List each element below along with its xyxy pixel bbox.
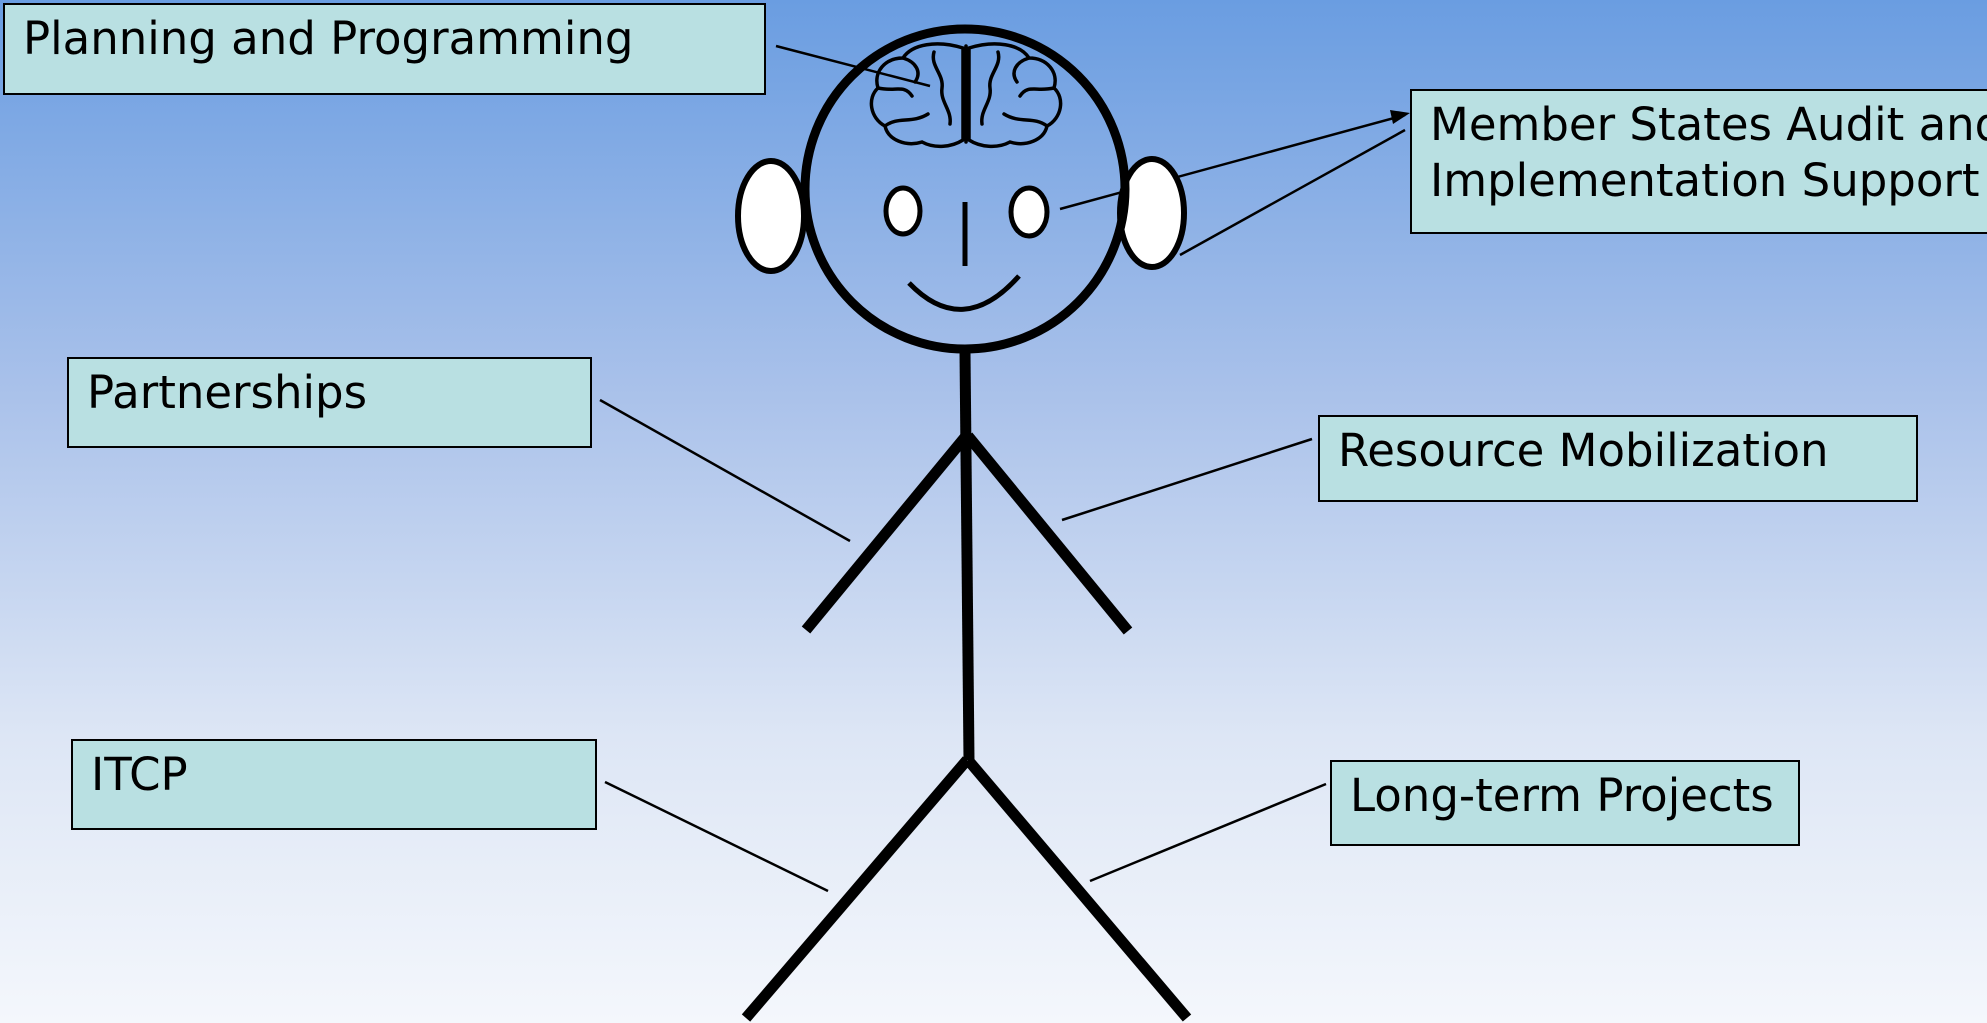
label-planning-text: Planning and Programming — [23, 12, 634, 65]
connector-member-upper — [1059, 113, 1406, 211]
connector-planning — [775, 44, 931, 88]
head — [800, 24, 1130, 354]
connector-resource — [1061, 437, 1313, 522]
torso — [959, 351, 975, 761]
right-ear — [1117, 156, 1187, 270]
right-eye — [1008, 185, 1050, 239]
label-planning-and-programming: Planning and Programming — [3, 3, 766, 95]
label-partnerships: Partnerships — [67, 357, 592, 448]
label-member-line2: Implementation Support — [1430, 154, 1980, 207]
label-partnerships-text: Partnerships — [87, 366, 368, 419]
label-itcp-text: ITCP — [91, 748, 188, 801]
left-arm — [801, 432, 971, 634]
label-long-term-projects: Long-term Projects — [1330, 760, 1800, 846]
right-leg — [963, 756, 1192, 1022]
right-arm — [963, 432, 1133, 635]
body — [741, 351, 1192, 1022]
arrowhead-member — [1390, 110, 1410, 124]
smile — [907, 274, 1021, 312]
connector-partnerships — [599, 398, 851, 543]
label-resource-mobilization: Resource Mobilization — [1318, 415, 1918, 502]
label-itcp: ITCP — [71, 739, 597, 830]
label-longterm-text: Long-term Projects — [1350, 769, 1774, 822]
label-resource-text: Resource Mobilization — [1338, 424, 1829, 477]
connector-longterm — [1089, 782, 1327, 883]
left-ear — [735, 158, 807, 274]
label-member-states-audit: Member States Audit and Implementation S… — [1410, 89, 1987, 234]
brain-icon — [869, 42, 1063, 149]
label-member-line1: Member States Audit and — [1430, 98, 1987, 151]
left-eye — [883, 185, 923, 237]
left-leg — [741, 756, 972, 1022]
connector-member-lower — [1179, 128, 1406, 257]
connector-itcp — [604, 780, 829, 893]
